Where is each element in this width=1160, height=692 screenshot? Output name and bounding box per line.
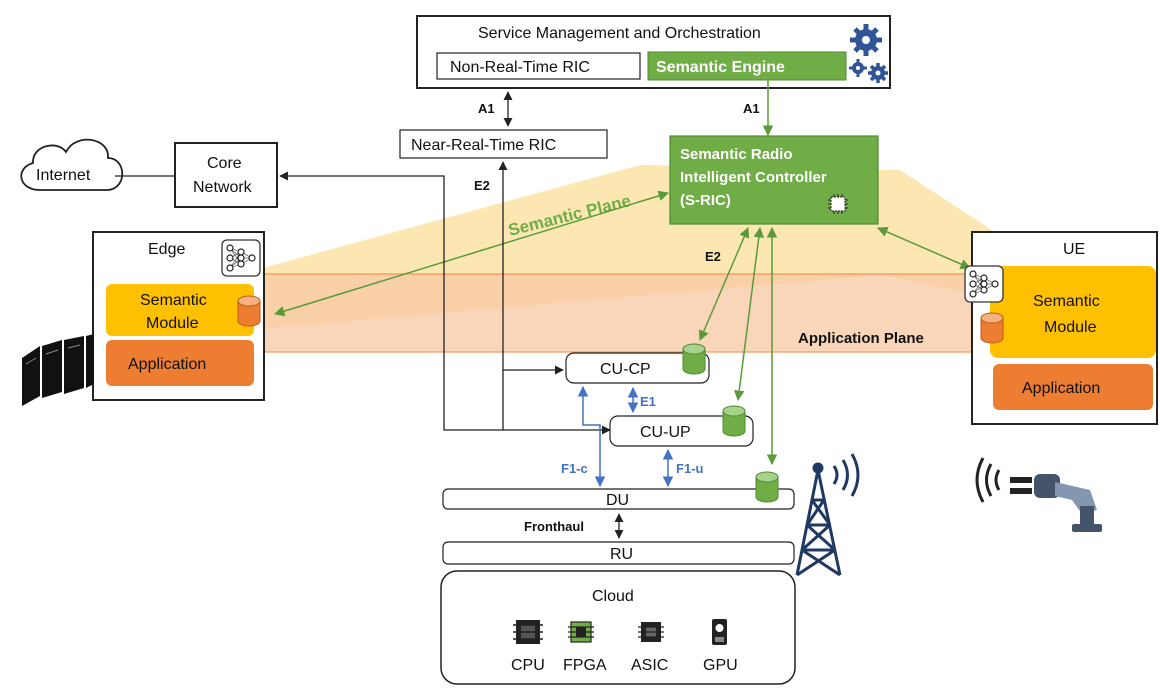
f1c-label: F1-c	[561, 461, 588, 476]
cloud-box	[440, 570, 796, 685]
ru-box	[442, 541, 795, 565]
non-rt-ric-box	[436, 52, 641, 80]
robot-arm-icon	[975, 457, 1102, 532]
sric-label-1: Semantic Radio	[680, 146, 793, 163]
semantic-engine-box	[647, 51, 847, 81]
edge-application	[106, 340, 254, 386]
gpu-icon	[712, 619, 727, 645]
chip-icon	[828, 194, 848, 214]
internet-cloud-icon	[20, 138, 124, 191]
internet-label: Internet	[36, 167, 91, 184]
edge-semantic-label-1: Semantic	[140, 292, 207, 309]
edge-application-label: Application	[128, 356, 206, 373]
ue-title: UE	[1063, 241, 1085, 258]
core-network-label-2: Network	[193, 179, 253, 196]
fpga-icon	[568, 621, 594, 643]
edge-semantic-module	[106, 284, 254, 336]
non-rt-ric-label: Non-Real-Time RIC	[450, 59, 590, 76]
ue-semantic-module	[990, 266, 1156, 358]
near-rt-ric-label: Near-Real-Time RIC	[411, 137, 556, 154]
sric-label-3: (S-RIC)	[680, 192, 731, 209]
ru-label: RU	[610, 546, 633, 563]
edge-database-icon	[237, 295, 261, 327]
ue-application-label: Application	[1022, 380, 1100, 397]
a1-label-left: A1	[478, 101, 495, 116]
cpu-icon	[513, 620, 543, 644]
hw-label-gpu: GPU	[703, 657, 738, 674]
cu-up-database-icon	[722, 405, 746, 437]
hw-label-asic: ASIC	[631, 657, 668, 674]
cell-tower-icon	[795, 453, 860, 577]
cloud-title: Cloud	[592, 588, 634, 605]
cu-cp-label: CU-CP	[600, 361, 651, 378]
near-rt-ric-box	[399, 129, 608, 159]
sric-ue-link	[877, 226, 971, 270]
ue-semantic-label-1: Semantic	[1033, 293, 1100, 310]
edge-nn-icon	[221, 239, 261, 277]
a1-label-right: A1	[743, 101, 760, 116]
smo-title: Service Management and Orchestration	[478, 25, 761, 42]
du-database-icon	[755, 471, 779, 503]
e2-label-right: E2	[705, 249, 721, 264]
semantic-engine-label: Semantic Engine	[656, 59, 785, 76]
cu-up-box	[609, 415, 754, 447]
edge-semantic-label-2: Module	[146, 315, 199, 332]
e1-label: E1	[640, 394, 656, 409]
ue-nn-icon	[964, 265, 1004, 303]
gear-icon	[849, 24, 888, 83]
hw-label-fpga: FPGA	[563, 657, 607, 674]
sric-cuup-link	[733, 226, 765, 402]
sric-label-2: Intelligent Controller	[680, 169, 827, 186]
core-to-cuup-line	[279, 171, 611, 435]
fronthaul-label: Fronthaul	[524, 519, 584, 534]
hw-label-cpu: CPU	[511, 657, 545, 674]
core-network-label-1: Core	[207, 155, 242, 172]
du-label: DU	[606, 492, 629, 509]
du-box	[442, 488, 795, 510]
ue-semantic-label-2: Module	[1044, 319, 1097, 336]
cu-cp-database-icon	[682, 343, 706, 375]
e2-label-left: E2	[474, 178, 490, 193]
cu-up-label: CU-UP	[640, 424, 691, 441]
asic-icon	[638, 622, 664, 642]
application-plane-label: Application Plane	[798, 330, 924, 347]
core-network-box	[174, 142, 278, 208]
server-rack-icon	[22, 334, 94, 406]
f1u-label: F1-u	[676, 461, 704, 476]
edge-title: Edge	[148, 241, 185, 258]
ue-application	[993, 364, 1153, 410]
f1c-link	[577, 385, 606, 488]
cu-cp-box	[565, 352, 710, 384]
ue-database-icon	[980, 312, 1004, 344]
